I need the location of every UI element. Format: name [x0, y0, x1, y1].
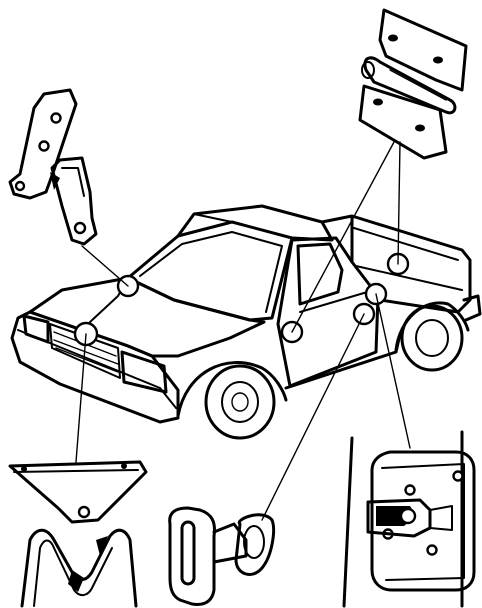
door-hinge-detail — [360, 10, 466, 158]
front-wheel-arch — [178, 363, 286, 416]
striker-bolt — [214, 524, 246, 562]
striker-slot — [182, 522, 194, 584]
rear-wheel-arch — [396, 303, 468, 350]
hood-latch-detail — [10, 462, 146, 606]
right-headlight — [122, 352, 166, 392]
hinge-body-plate — [52, 158, 96, 244]
door-lock-striker-detail — [344, 432, 474, 606]
hood-hinge-detail — [10, 90, 96, 244]
side-window — [298, 244, 342, 304]
hinge-upper-leaf — [380, 10, 466, 90]
left-headlight — [24, 316, 48, 342]
cab-roof — [178, 206, 332, 240]
hinge-lower-leaf — [360, 86, 446, 158]
front-wheel — [206, 366, 274, 438]
rear-wheel — [402, 306, 462, 370]
pickup-truck — [12, 206, 480, 438]
door-striker-detail — [170, 508, 274, 604]
striker-washer — [236, 515, 274, 575]
